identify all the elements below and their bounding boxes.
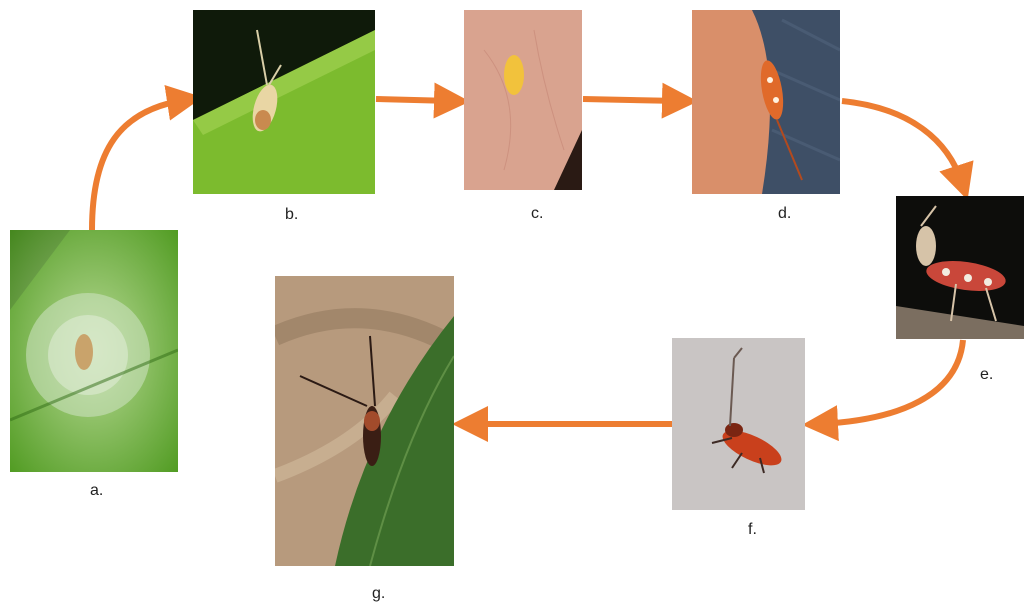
stage-label-b: b. (285, 206, 298, 224)
stage-label-f: f. (748, 521, 757, 539)
stage-label-a: a. (90, 482, 103, 500)
adult-bug-on-leaf-photo (275, 276, 454, 566)
arrow-d-to-e (842, 101, 962, 183)
red-white-nymph-photo (896, 196, 1024, 339)
stage-label-d: d. (778, 205, 791, 223)
stage-label-g: g. (372, 585, 385, 603)
egg-on-leaf-photo (10, 230, 178, 472)
pale-nymph-on-leaf-photo (193, 10, 375, 194)
tiny-yellow-nymph-on-skin-photo (464, 10, 582, 190)
arrow-b-to-c (376, 99, 452, 101)
arrow-c-to-d (583, 99, 680, 101)
stage-label-c: c. (531, 205, 543, 223)
arrow-a-to-b (92, 100, 185, 230)
stage-label-e: e. (980, 366, 993, 384)
orange-nymph-on-finger-photo (692, 10, 840, 194)
red-bug-on-white-photo (672, 338, 805, 510)
arrow-e-to-f (820, 340, 963, 424)
